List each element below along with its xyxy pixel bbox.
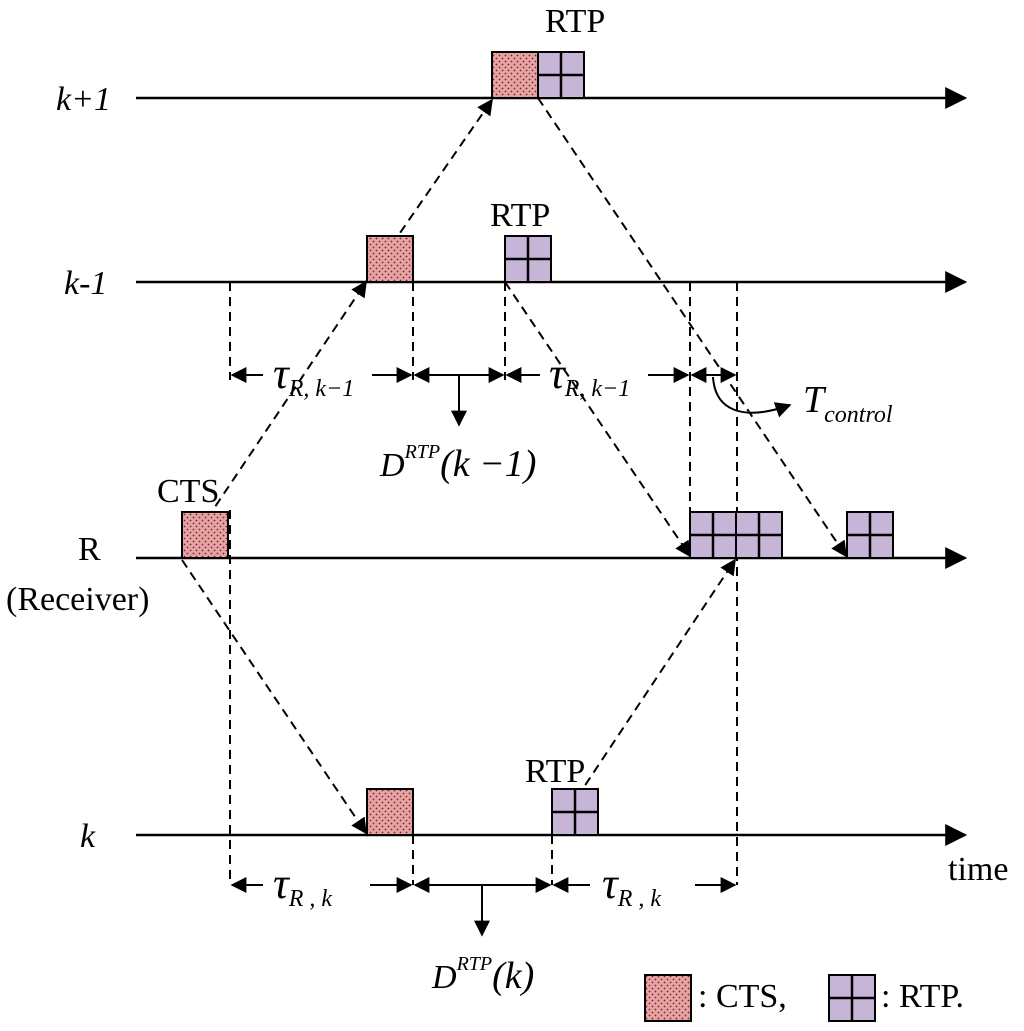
node-label-receiver: (Receiver)	[6, 581, 149, 618]
cts-packet	[366, 235, 414, 283]
time-axis-label: time	[948, 851, 1008, 888]
legend: : CTS, : RTP.	[644, 974, 964, 1022]
legend-rtp-text: : RTP.	[881, 978, 964, 1015]
message-arrow-rtp-k-to-r	[551, 558, 736, 836]
tau-label: τR , k	[602, 859, 661, 912]
cts-packet	[491, 51, 539, 99]
legend-cts-text: : CTS,	[698, 978, 787, 1015]
cts-packet	[366, 788, 414, 836]
tau-label: τR, k−1	[549, 349, 630, 402]
rtp-packet	[504, 235, 552, 283]
message-arrow-cts-r-to-k	[181, 559, 367, 835]
rtp-packet	[846, 511, 894, 559]
legend-cts-swatch	[644, 974, 692, 1022]
rtp-packet	[689, 511, 737, 559]
message-arrow-cts-r-to-k-minus-1	[181, 280, 367, 557]
rtp-label-k: RTP	[525, 753, 585, 790]
message-arrow-rtp-k-minus-1-to-r	[504, 281, 691, 558]
t-control-pointer	[712, 376, 792, 418]
node-label-k-plus-1: k+1	[56, 81, 111, 118]
t-control-label: Tcontrol	[803, 379, 893, 428]
legend-rtp-swatch	[828, 974, 876, 1022]
node-label-k-minus-1: k-1	[64, 265, 107, 302]
rtp-packet	[537, 51, 585, 99]
d-rtp-label: DRTP(k −1)	[379, 441, 536, 485]
tau-label: τR, k−1	[273, 349, 354, 402]
tau-label: τR , k	[273, 859, 332, 912]
cts-label-receiver: CTS	[157, 473, 219, 510]
rtp-packet	[551, 788, 599, 836]
node-label-r: R	[78, 531, 101, 568]
message-arrow-rtp-k-plus-1-to-r	[537, 97, 847, 558]
rtp-label-top: RTP	[545, 3, 605, 40]
node-label-k: k	[80, 818, 96, 855]
rtp-label-k-minus-1: RTP	[490, 197, 550, 234]
d-rtp-label: DRTP(k)	[431, 953, 534, 997]
rtp-packet	[735, 511, 783, 559]
cts-packet	[181, 511, 229, 559]
